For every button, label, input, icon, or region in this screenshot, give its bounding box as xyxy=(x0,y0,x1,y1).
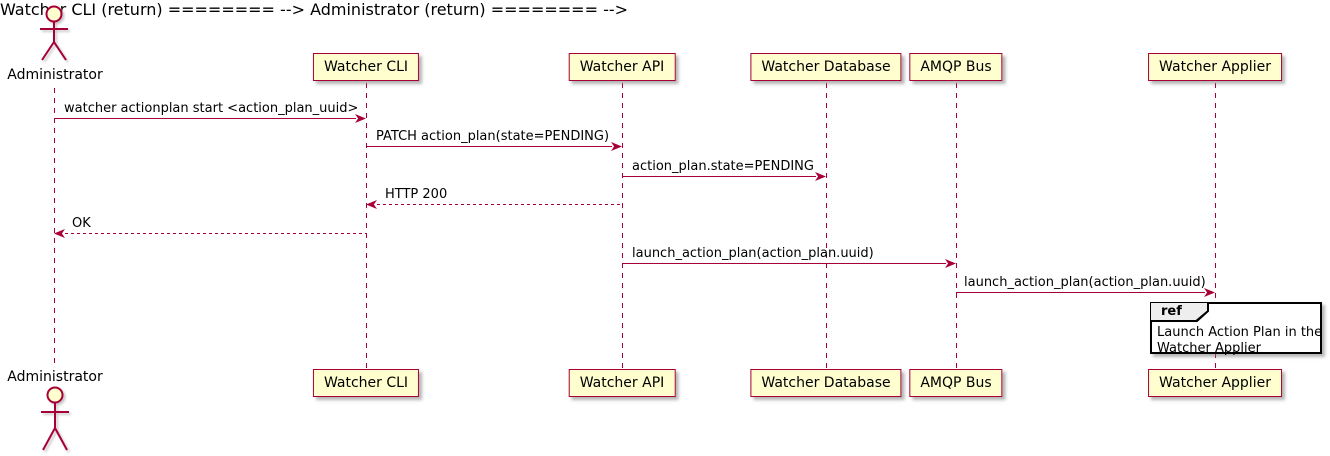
message-7-arrowhead-icon xyxy=(1204,288,1215,297)
message-4-label: HTTP 200 xyxy=(385,187,448,202)
ref-keyword: ref xyxy=(1151,303,1207,320)
message-3-arrowhead-icon xyxy=(815,172,826,181)
message-3-label: action_plan.state=PENDING xyxy=(632,159,814,174)
message-7-label: launch_action_plan(action_plan.uuid) xyxy=(964,275,1206,290)
lifeline-amqp-bus xyxy=(956,83,957,369)
lifeline-watcher-cli xyxy=(366,83,367,369)
participant-bottom-watcher-cli: Watcher CLI xyxy=(312,369,420,397)
message-2-arrowhead-icon xyxy=(611,142,622,151)
participant-bottom-amqp-bus: AMQP Bus xyxy=(909,369,1003,397)
message-6-line xyxy=(622,263,946,264)
lifeline-administrator xyxy=(54,88,55,368)
participant-bottom-watcher-database: Watcher Database xyxy=(750,369,902,397)
administrator-actor-icon-bottom xyxy=(41,386,69,451)
lifeline-watcher-api xyxy=(622,83,623,369)
ref-fragment: ref Launch Action Plan in the Watcher Ap… xyxy=(1150,302,1322,356)
message-7-line xyxy=(956,292,1205,293)
participant-top-watcher-applier: Watcher Applier xyxy=(1148,53,1282,81)
message-5-arrowhead-icon xyxy=(54,229,65,238)
message-4-arrowhead-icon xyxy=(366,200,377,209)
administrator-label-top: Administrator xyxy=(7,67,103,83)
message-5-line xyxy=(65,233,366,234)
message-5-label: OK xyxy=(72,216,91,231)
participant-top-watcher-database: Watcher Database xyxy=(750,53,902,81)
participant-top-watcher-cli: Watcher CLI xyxy=(312,53,420,81)
participant-bottom-watcher-api: Watcher API xyxy=(568,369,676,397)
ref-body: Launch Action Plan in the Watcher Applie… xyxy=(1152,304,1323,360)
ref-tab: ref xyxy=(1151,303,1209,322)
administrator-actor-icon xyxy=(40,5,68,61)
message-3-line xyxy=(622,176,816,177)
participant-bottom-watcher-applier: Watcher Applier xyxy=(1148,369,1282,397)
message-2-line xyxy=(366,146,612,147)
message-2-label: PATCH action_plan(state=PENDING) xyxy=(376,129,610,144)
lifeline-watcher-database xyxy=(826,83,827,369)
message-1-line xyxy=(54,118,356,119)
message-6-label: launch_action_plan(action_plan.uuid) xyxy=(632,246,874,261)
administrator-label-bottom: Administrator xyxy=(7,369,103,385)
message-4-line xyxy=(377,204,622,205)
participant-top-watcher-api: Watcher API xyxy=(568,53,676,81)
message-1-label: watcher actionplan start <action_plan_uu… xyxy=(64,101,359,116)
lifeline-watcher-applier xyxy=(1215,83,1216,369)
participant-top-amqp-bus: AMQP Bus xyxy=(909,53,1003,81)
message-6-arrowhead-icon xyxy=(945,259,956,268)
ref-text-line2: Watcher Applier xyxy=(1157,341,1261,356)
message-1-arrowhead-icon xyxy=(355,114,366,123)
ref-text-line1: Launch Action Plan in the xyxy=(1157,325,1323,340)
